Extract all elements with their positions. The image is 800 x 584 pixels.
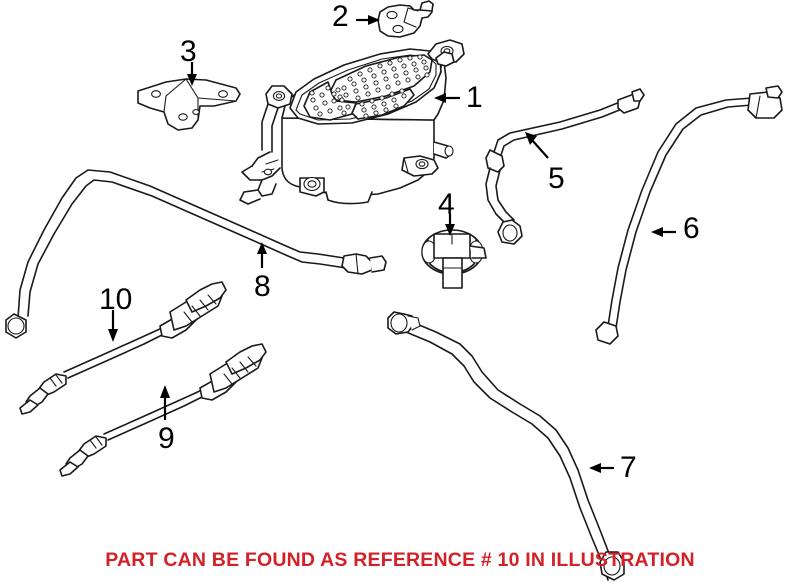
part-6-vapor-line-long: [595, 85, 783, 345]
callout-label-4: 4: [438, 188, 455, 221]
callout-label-2: 2: [332, 0, 349, 33]
callout-label-6: 6: [683, 212, 700, 245]
part-7-vapor-line-lower: [387, 311, 625, 581]
part-9-oxygen-sensor: [59, 343, 267, 477]
part-2-canister-vent-valve: [377, 0, 434, 38]
reference-caption: PART CAN BE FOUND AS REFERENCE # 10 IN I…: [105, 549, 695, 571]
part-10-oxygen-sensor: [19, 281, 227, 415]
callout-label-9: 9: [158, 422, 175, 455]
callout-leaders: [108, 15, 676, 473]
part-5-purge-hose: [485, 88, 645, 245]
callout-label-8: 8: [254, 270, 271, 303]
callout-label-7: 7: [620, 451, 637, 484]
callout-label-1: 1: [466, 81, 483, 114]
part-3-mounting-bracket: [137, 78, 241, 131]
callout-label-10: 10: [99, 283, 133, 316]
callout-label-5: 5: [548, 162, 565, 195]
part-8-canister-vent-line: [5, 169, 387, 339]
canister-perforations: [335, 54, 430, 101]
callout-label-3: 3: [180, 35, 197, 68]
part-4-purge-valve: [421, 229, 487, 289]
part-1-evap-canister: [239, 39, 465, 205]
